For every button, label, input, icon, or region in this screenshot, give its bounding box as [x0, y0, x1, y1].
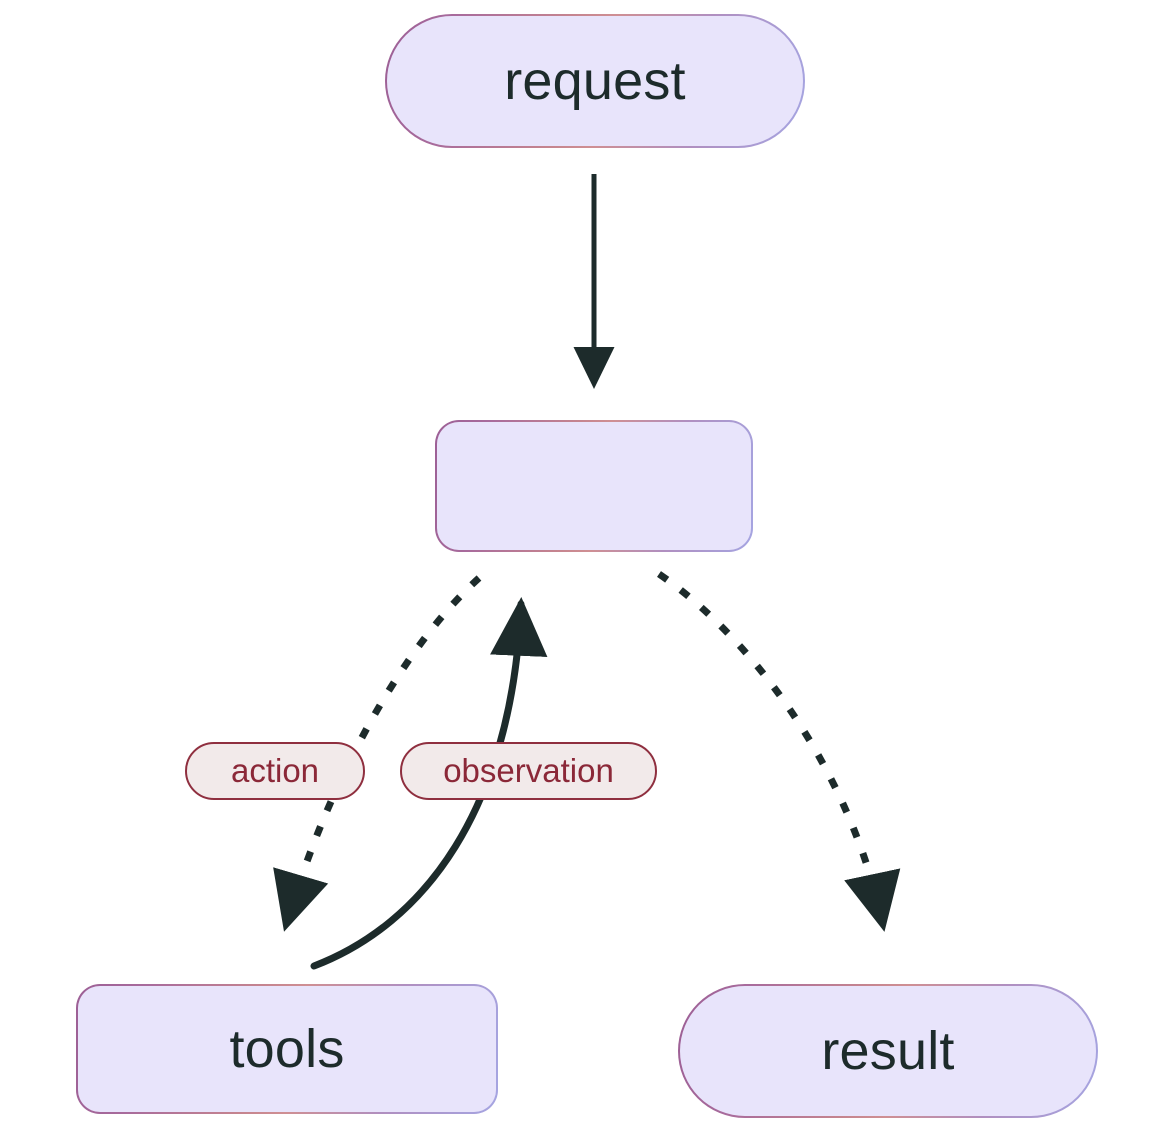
node-request[interactable]: request [385, 14, 805, 148]
edge-agent-to-result [657, 571, 901, 932]
edge-label-action-text: action [230, 751, 320, 789]
edge-label-action: action [185, 742, 365, 800]
edge-label-observation: observation [400, 742, 657, 800]
edge-label-observation-text: observation [443, 751, 614, 789]
node-tools[interactable]: tools [76, 984, 498, 1114]
node-tools-label: tools [229, 1019, 345, 1079]
node-request-label: request [504, 51, 686, 111]
node-result-label: result [821, 1021, 955, 1081]
node-result[interactable]: result [678, 984, 1098, 1118]
node-agent[interactable] [435, 420, 753, 552]
